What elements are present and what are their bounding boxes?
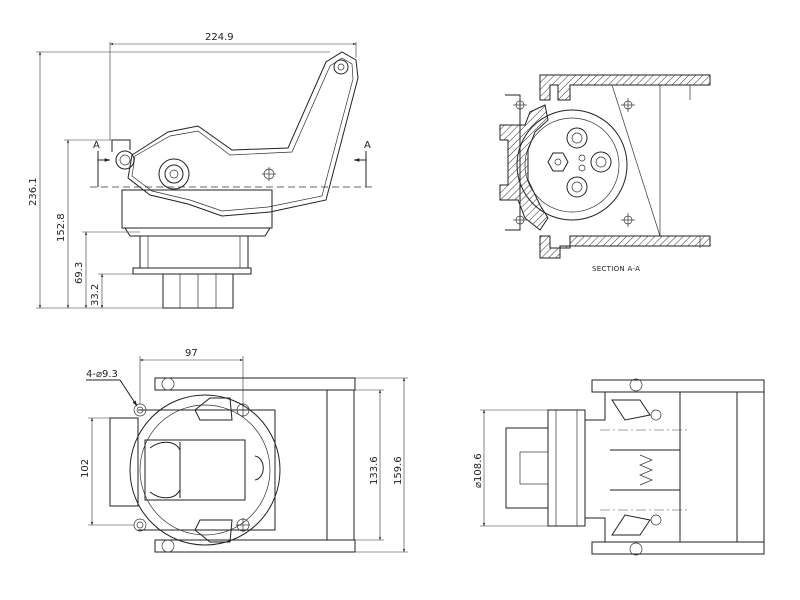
section-view: SECTION A-A [499, 74, 711, 273]
side-view: A A 224.9 236.1 152.8 69.3 33.2 [28, 32, 372, 309]
dim-height-total: 236.1 [28, 177, 39, 206]
dim-height-body: 69.3 [74, 262, 85, 284]
section-mark-right: A [364, 140, 371, 151]
section-mark-left: A [93, 140, 100, 151]
dim-inner-height: 133.6 [369, 456, 380, 485]
dim-outer-height: 159.6 [393, 456, 404, 485]
dim-hole-spacing-y: 102 [80, 459, 91, 478]
dim-top-width: 224.9 [205, 32, 234, 43]
dim-height-pivot: 152.8 [56, 213, 67, 242]
dim-diameter: ⌀108.6 [473, 453, 484, 488]
section-title: SECTION A-A [592, 265, 640, 273]
front-view: ⌀108.6 [473, 378, 765, 556]
dim-holes: 4-⌀9.3 [86, 369, 118, 380]
dim-height-connector: 33.2 [90, 284, 101, 306]
dim-hole-spacing-x: 97 [185, 348, 198, 359]
bottom-view: 97 4-⌀9.3 102 133.6 159.6 [80, 348, 408, 553]
